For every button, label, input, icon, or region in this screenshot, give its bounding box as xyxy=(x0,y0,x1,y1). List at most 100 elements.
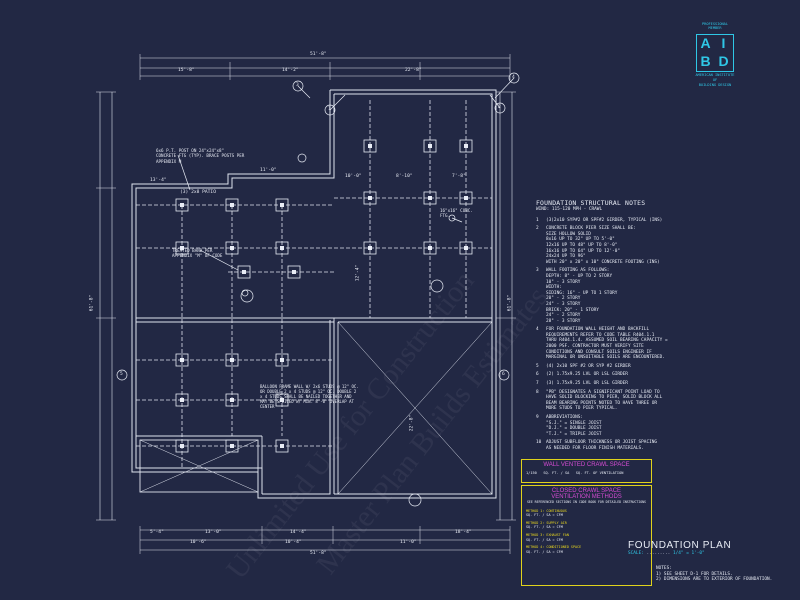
structural-note-line: ADJUST SUBFLOOR THICKNESS OR JOIST SPACI… xyxy=(546,440,658,446)
dim-top-1: 15'-8" xyxy=(178,68,195,73)
title-block: FOUNDATION PLAN SCALE: ......... 1/4" = … xyxy=(628,540,731,557)
method-label: METHOD 3: EXHAUST FAN xyxy=(526,532,569,537)
notes-subtitle: WIND: 115-120 MPH - CRAWL xyxy=(536,207,603,212)
logo-letter-i: I xyxy=(721,35,726,51)
dim-top2-3: 10'-0" xyxy=(345,174,362,179)
structural-note-line: WALL FOOTING AS FOLLOWS: xyxy=(546,268,610,274)
method-formula: SQ. FT. / SA = CFM xyxy=(526,537,563,542)
dim-bottom-2: 13'-0" xyxy=(205,530,222,535)
structural-note-line: AS NEEDED FOR FLOOR FINISH MATERIALS. xyxy=(546,445,644,451)
structural-note-line: SIDING: 16" - UP TO 1 STORY xyxy=(546,290,618,296)
structural-note-number: 4 xyxy=(536,327,539,333)
structural-note-line: 28" - 3 STORY xyxy=(546,318,581,324)
structural-note-line: 12x16 UP TO 48" UP TO 8'-0" xyxy=(546,242,618,248)
callout-1: 1 xyxy=(328,107,331,112)
structural-note: 8"PB" DESIGNATES A SIGNIFICANT POINT LOA… xyxy=(536,390,686,412)
structural-note-number: 9 xyxy=(536,415,539,420)
plan-scale: SCALE: ......... 1/4" = 1'-0" xyxy=(628,551,705,556)
structural-note-line: CONCRETE BLOCK PIER SIZE SHALL BE: xyxy=(546,226,636,232)
structural-note-line: BRICK: 20" - 1 STORY xyxy=(546,307,599,313)
structural-note-line: WIDTH: xyxy=(546,285,562,291)
logo-bottom-2: OF xyxy=(712,78,718,82)
structural-note: 2 CONCRETE BLOCK PIER SIZE SHALL BE: SIZE… xyxy=(536,226,686,265)
structural-note: 10 ADJUST SUBFLOOR THICKNESS OR JOIST SPA… xyxy=(536,440,686,451)
scale-label: SCALE: xyxy=(628,551,644,556)
method-label: METHOD 2: SUPPLY AIR xyxy=(526,520,567,525)
wall-vented-crawl-panel: WALL VENTED CRAWL SPACE 1/150 SQ. FT. / … xyxy=(521,459,652,483)
method-label: METHOD 4: CONDITIONED SPACE xyxy=(526,545,582,550)
structural-note-line: FOR FOUNDATION WALL HEIGHT AND BACKFILL xyxy=(546,327,650,333)
panel2-title-1: CLOSED CRAWL SPACE xyxy=(551,488,622,494)
structural-note-number: 7 xyxy=(536,381,539,387)
structural-note-line: WITH 20" x 20" x 10" CONCRETE FOOTING (I… xyxy=(546,259,660,265)
panel1-unit: SQ. FT. / SA xyxy=(543,471,570,475)
structural-note-number: 8 xyxy=(536,389,539,395)
structural-note: 1(3)2x10 SYP#2 OR SPF#2 GIRDER, TYPICAL … xyxy=(536,218,686,224)
treated-band-note: TREATED BAND PER APPENDIX "M" OF CODE xyxy=(172,248,223,259)
logo-letter-grid: A I B D xyxy=(696,34,734,72)
dim-bottom-overall: 51'-8" xyxy=(310,551,327,556)
callout-2: 2 xyxy=(498,105,501,110)
dim-left-overall: 61'-8" xyxy=(89,294,95,312)
panel1-title: WALL VENTED CRAWL SPACE xyxy=(543,462,630,468)
callout-5: 5 xyxy=(120,372,123,377)
general-notes: NOTES: 1) SEE SHEET D-1 FOR DETAILS. 2) … xyxy=(656,566,772,583)
logo-bottom-3: BUILDING DESIGN xyxy=(698,83,732,87)
method-formula: SQ. FT. / SA = CFM xyxy=(526,525,563,530)
notes-list: 1(3)2x10 SYP#2 OR SPF#2 GIRDER, TYPICAL … xyxy=(536,218,686,452)
dim-top2-5: 7'-8" xyxy=(452,174,466,179)
structural-note-line: 24" - 3 STORY xyxy=(546,301,581,307)
structural-note-line: (2) 1.75x9.25 LVL OR LSL GIRDER xyxy=(546,372,628,378)
plan-title: FOUNDATION PLAN xyxy=(628,540,732,551)
structural-note-line: "S.J." = SINGLE JOIST xyxy=(546,420,602,426)
structural-note-line: 2000 PSF. CONTRACTOR MUST VERIFY SITE xyxy=(546,344,644,350)
dim-right-overall: 61'-8" xyxy=(507,294,513,312)
structural-notes: FOUNDATION STRUCTURAL NOTES WIND: 115-12… xyxy=(536,199,686,455)
dim-top2-1: 13'-4" xyxy=(150,178,167,183)
logo-bottom-1: AMERICAN INSTITUTE xyxy=(695,73,735,77)
structural-note-line: HAVE SOLID BLOCKING TO PIER, SOLID BLOCK… xyxy=(546,395,663,401)
panel1-ratio: 1/150 xyxy=(526,471,537,475)
structural-note-line: DEPTH: 8" - UP TO 2 STORY xyxy=(546,273,613,279)
structural-note-line: MARGINAL OR UNSUITABLE SOILS ARE ENCOUNT… xyxy=(546,355,665,361)
dim-bottom-3: 14'-4" xyxy=(290,530,307,535)
structural-note-line: MORE STUDS TO PIER TYPICAL. xyxy=(546,406,618,412)
structural-note: 9 ABBREVIATIONS:"S.J." = SINGLE JOIST"D.J… xyxy=(536,415,686,437)
balloon-frame-note: BALLOON FRAME WALL W/ 2x6 STUDS @ 12" OC… xyxy=(260,384,359,409)
structural-note: 5 (4) 2x10 SPF #2 OR SYP #2 GIRDER xyxy=(536,364,686,370)
structural-note-line: 10" - 3 STORY xyxy=(546,279,581,285)
structural-note: 4 FOR FOUNDATION WALL HEIGHT AND BACKFILL… xyxy=(536,327,686,361)
structural-note-line: CONDITIONS AND CONSULT SOILS ENGINEER IF xyxy=(546,349,652,355)
panel1-vent: SQ. FT. OF VENTILATION xyxy=(575,471,624,475)
dim-bottom2-3: 11'-0" xyxy=(400,540,417,545)
structural-note-number: 5 xyxy=(536,363,539,369)
general-note-1: 1) SEE SHEET D-1 FOR DETAILS. xyxy=(656,571,733,577)
structural-note-number: 2 xyxy=(536,226,539,232)
dim-top-3: 22'-8" xyxy=(405,68,422,73)
structural-note-line: BEAM BEARING POINTS NOTED TO HAVE THREE … xyxy=(546,400,658,406)
structural-note-line: "D.J." = DOUBLE JOIST xyxy=(546,426,602,432)
footing-note: 16"x16" CONC. FTG. xyxy=(440,208,473,219)
structural-note-line: "T.J." = TRIPLE JOIST xyxy=(546,431,602,437)
logo-letter-d: D xyxy=(718,53,729,69)
structural-note-line: SIZE HOLLOW SOLID xyxy=(546,231,591,237)
panel2-title-2: VENTILATION METHODS xyxy=(551,494,622,500)
notes-header: NOTES: xyxy=(656,566,672,571)
closed-crawl-panel: CLOSED CRAWL SPACE VENTILATION METHODS S… xyxy=(521,485,652,586)
dim-bottom-1: 5'-4" xyxy=(150,530,164,535)
dim-top-2: 14'-2" xyxy=(282,68,299,73)
structural-note: 7(3) 1.75x9.25 LVL OR LSL GIRDER xyxy=(536,381,686,387)
callout-6: 6 xyxy=(502,372,505,377)
structural-note-line: 20" - 2 STORY xyxy=(546,296,581,302)
dim-top2-2: 11'-0" xyxy=(260,168,277,173)
structural-note-line: 8x16 UP TO 32" UP TO 5'-0" xyxy=(546,237,615,243)
structural-note-line: ABBREVIATIONS: xyxy=(546,415,584,420)
dim-bottom2-1: 10'-6" xyxy=(190,540,207,545)
panel2-subtitle: SEE REFERENCED SECTIONS IN CODE BOOK FOR… xyxy=(527,500,646,504)
structural-note-line: REQUIREMENTS REFER TO CODE TABLE R404.1.… xyxy=(546,332,655,338)
structural-note-line: (4) 2x10 SPF #2 OR SYP #2 GIRDER xyxy=(546,363,631,369)
structural-note-number: 10 xyxy=(536,440,542,446)
aibd-logo: PROFESSIONAL MEMBER A I B D AMERICAN INS… xyxy=(689,20,741,110)
